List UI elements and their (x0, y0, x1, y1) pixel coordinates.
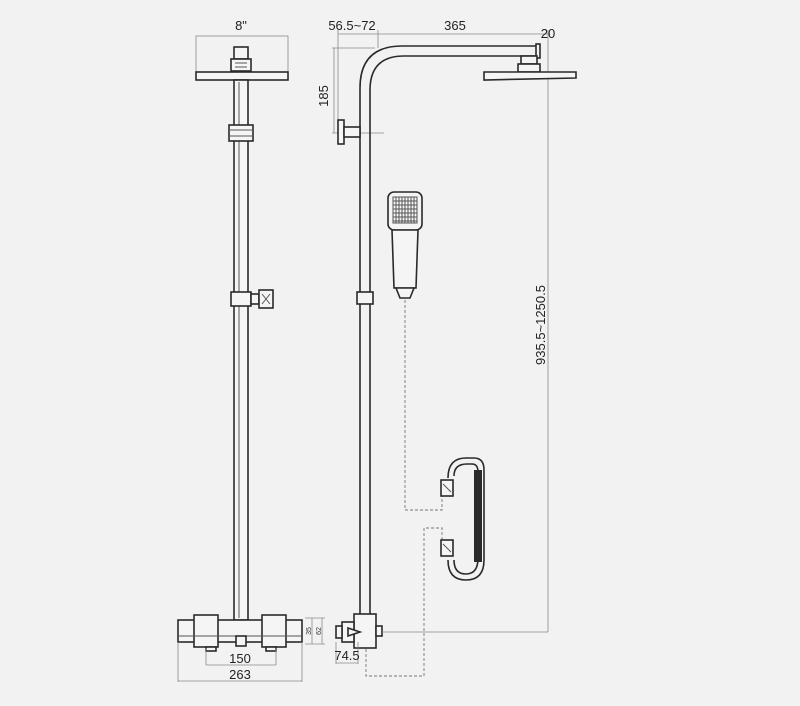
arm-length-label: 365 (444, 18, 466, 33)
valve-center-label: 150 (229, 651, 251, 666)
front-slide-holder (230, 289, 274, 309)
valve-width-label: 263 (229, 667, 251, 682)
front-shower-head (195, 46, 289, 81)
bracket-height-dimension: 185 (316, 47, 384, 134)
front-riser-pipe (233, 79, 249, 621)
front-view: 8" (177, 18, 325, 682)
valve-h2-label: 62 (316, 627, 323, 635)
hand-shower (387, 191, 423, 299)
side-rain-head (483, 55, 577, 81)
front-mixing-valve (177, 614, 303, 652)
head-drop-label: 20 (541, 26, 555, 41)
valve-width-dimensions: 150 263 (177, 642, 303, 682)
total-height-label: 935.5~1250.5 (533, 285, 548, 365)
head-diameter-label: 8" (235, 18, 247, 33)
side-view: 56.5~72 365 20 185 (316, 18, 577, 677)
hose-path (365, 300, 443, 677)
valve-depth-dimension: 74.5 (334, 642, 360, 664)
bracket-height-label: 185 (316, 85, 331, 107)
front-upper-connector (228, 124, 254, 142)
coiled-hose (440, 457, 485, 581)
side-slide-holder (356, 291, 374, 305)
side-shower-arm (359, 43, 541, 620)
side-mixing-valve (335, 613, 548, 649)
side-wall-bracket (337, 119, 361, 145)
hand-shower-nozzle-grid (393, 197, 417, 223)
valve-depth-label: 74.5 (334, 648, 359, 663)
arm-offset-label: 56.5~72 (328, 18, 375, 33)
valve-h1-label: 35 (306, 627, 313, 635)
valve-height-dimensions: 35 62 (305, 617, 325, 645)
